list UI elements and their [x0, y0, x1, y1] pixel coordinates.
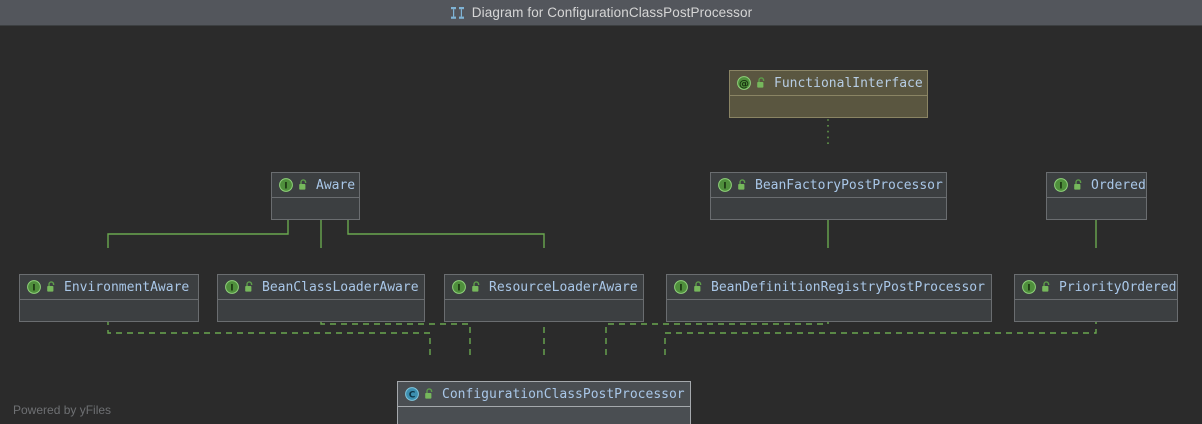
class-node-header: I BeanDefinitionRegistryPostProcessor — [667, 275, 991, 300]
titlebar-content: Diagram for ConfigurationClassPostProces… — [450, 5, 752, 20]
class-node-label-bean-definition-registry-post-processor: BeanDefinitionRegistryPostProcessor — [711, 279, 985, 295]
svg-text:I: I — [457, 284, 460, 294]
class-node-members — [711, 198, 946, 219]
edge-resourceloaderaware-to-aware — [347, 209, 545, 248]
class-node-priority-ordered[interactable]: I PriorityOrdered — [1014, 274, 1178, 322]
svg-text:I: I — [32, 284, 35, 294]
class-node-bean-factory-post-processor[interactable]: I BeanFactoryPostProcessor — [710, 172, 947, 220]
class-node-header: C ConfigurationClassPostProcessor — [398, 382, 690, 407]
class-node-members — [445, 300, 643, 321]
class-node-header: I BeanClassLoaderAware — [218, 275, 424, 300]
interface-icon: I — [279, 178, 293, 192]
unlocked-public-icon — [471, 281, 482, 293]
unlocked-public-icon — [693, 281, 704, 293]
class-node-members — [20, 300, 198, 321]
class-node-header: I Ordered — [1047, 173, 1146, 198]
interface-icon: I — [718, 178, 732, 192]
svg-text:I: I — [230, 284, 233, 294]
class-node-members — [218, 300, 424, 321]
diagram-canvas[interactable]: @ FunctionalInterface I Aware I — [0, 26, 1202, 424]
svg-text:I: I — [723, 182, 726, 192]
class-node-configuration-class-post-processor[interactable]: C ConfigurationClassPostProcessor — [397, 381, 691, 424]
edge-layer — [102, 88, 1102, 355]
diagram-icon — [450, 6, 465, 20]
class-node-members — [272, 198, 359, 219]
interface-icon: I — [1054, 178, 1068, 192]
class-node-header: I PriorityOrdered — [1015, 275, 1177, 300]
unlocked-public-icon — [1073, 179, 1084, 191]
svg-text:I: I — [284, 182, 287, 192]
interface-icon: I — [1022, 280, 1036, 294]
class-node-label-environment-aware: EnvironmentAware — [64, 279, 190, 295]
svg-text:@: @ — [739, 79, 749, 90]
unlocked-public-icon — [46, 281, 57, 293]
class-node-label-configuration-class-post-processor: ConfigurationClassPostProcessor — [442, 386, 685, 402]
class-node-environment-aware[interactable]: I EnvironmentAware — [19, 274, 199, 322]
class-node-header: I BeanFactoryPostProcessor — [711, 173, 946, 198]
svg-text:I: I — [679, 284, 682, 294]
class-icon: C — [405, 387, 419, 401]
unlocked-public-icon — [424, 388, 435, 400]
class-node-label-resource-loader-aware: ResourceLoaderAware — [489, 279, 638, 295]
class-node-members — [667, 300, 991, 321]
window-title: Diagram for ConfigurationClassPostProces… — [471, 5, 753, 20]
yfiles-watermark: Powered by yFiles — [13, 403, 112, 417]
class-node-resource-loader-aware[interactable]: I ResourceLoaderAware — [444, 274, 644, 322]
interface-icon: I — [27, 280, 41, 294]
class-node-members — [1015, 300, 1177, 321]
unlocked-public-icon — [1041, 281, 1052, 293]
interface-icon: I — [452, 280, 466, 294]
class-node-label-bean-factory-post-processor: BeanFactoryPostProcessor — [755, 177, 943, 193]
class-node-label-bean-class-loader-aware: BeanClassLoaderAware — [262, 279, 419, 295]
at-annotation-icon: @ — [737, 76, 751, 90]
class-node-members — [1047, 198, 1146, 219]
class-node-bean-definition-registry-post-processor[interactable]: I BeanDefinitionRegistryPostProcessor — [666, 274, 992, 322]
window-titlebar: Diagram for ConfigurationClassPostProces… — [0, 0, 1202, 26]
class-node-label-functional-interface: FunctionalInterface — [774, 75, 923, 91]
class-node-label-ordered: Ordered — [1091, 177, 1146, 193]
class-node-ordered[interactable]: I Ordered — [1046, 172, 1147, 220]
class-node-header: I ResourceLoaderAware — [445, 275, 643, 300]
class-node-label-aware: Aware — [316, 177, 356, 193]
unlocked-public-icon — [244, 281, 255, 293]
svg-text:C: C — [409, 391, 416, 401]
class-node-header: @ FunctionalInterface — [730, 71, 927, 96]
class-node-aware[interactable]: I Aware — [271, 172, 360, 220]
interface-icon: I — [674, 280, 688, 294]
unlocked-public-icon — [298, 179, 309, 191]
class-node-label-priority-ordered: PriorityOrdered — [1059, 279, 1177, 295]
class-node-header: I EnvironmentAware — [20, 275, 198, 300]
svg-text:I: I — [1059, 182, 1062, 192]
unlocked-public-icon — [737, 179, 748, 191]
interface-icon: I — [225, 280, 239, 294]
unlocked-public-icon — [756, 77, 767, 89]
class-node-members — [730, 96, 927, 117]
class-node-bean-class-loader-aware[interactable]: I BeanClassLoaderAware — [217, 274, 425, 322]
edge-environmentaware-to-aware — [107, 209, 289, 248]
class-node-functional-interface[interactable]: @ FunctionalInterface — [729, 70, 928, 118]
class-node-header: I Aware — [272, 173, 359, 198]
class-node-members — [398, 407, 690, 424]
svg-text:I: I — [1027, 284, 1030, 294]
